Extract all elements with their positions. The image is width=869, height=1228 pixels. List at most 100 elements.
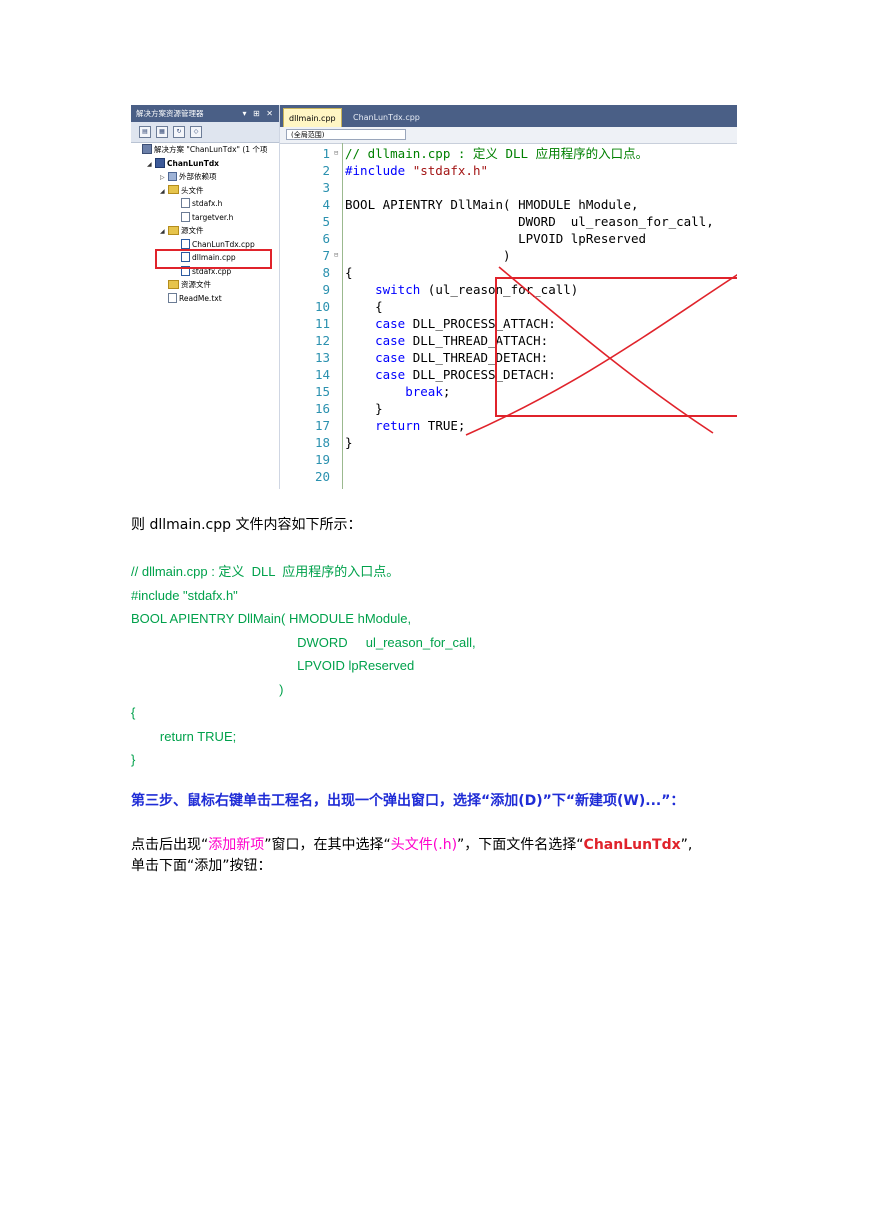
code-text[interactable]: case DLL_THREAD_ATTACH:	[345, 332, 548, 349]
solution-explorer-title-text: 解决方案资源管理器	[136, 109, 204, 118]
line-number: 2	[322, 163, 330, 178]
view-icon[interactable]: ◇	[190, 126, 202, 138]
scope-dropdown[interactable]: (全局范围)	[286, 129, 406, 140]
doc-code-line: #include "stdafx.h"	[131, 587, 238, 603]
line-number: 13	[314, 350, 330, 365]
code-text[interactable]: }	[345, 400, 383, 417]
code-text[interactable]: return TRUE;	[345, 417, 465, 434]
tree-item[interactable]: ChanLunTdx.cpp	[173, 238, 255, 251]
paragraph-fragment: ChanLunTdx	[583, 837, 681, 853]
code-token: }	[345, 401, 383, 416]
cpp-file-icon	[181, 252, 190, 262]
folder-icon	[168, 279, 179, 289]
tree-item[interactable]: ◢ 源文件	[160, 224, 204, 237]
paragraph-fragment: 添加新项	[208, 837, 265, 853]
tree-item[interactable]: ReadMe.txt	[160, 292, 222, 305]
tree-item[interactable]: targetver.h	[173, 211, 233, 224]
code-line: 15 break;	[280, 383, 737, 400]
panel-window-buttons[interactable]: ▾ ⊞ ✕	[242, 109, 275, 118]
tree-item-label: 外部依赖项	[179, 172, 217, 181]
references-icon	[168, 171, 177, 181]
expand-arrow-icon[interactable]: ◢	[160, 228, 165, 235]
properties-icon[interactable]: ▤	[139, 126, 151, 138]
code-line: 18}	[280, 434, 737, 451]
expand-arrow-icon[interactable]: ▷	[160, 174, 165, 181]
code-text[interactable]: BOOL APIENTRY DllMain( HMODULE hModule,	[345, 196, 639, 213]
tree-item[interactable]: stdafx.h	[173, 197, 222, 210]
line-number: 17	[314, 418, 330, 433]
paragraph-fragment: ”窗口，在其中选择“	[264, 837, 391, 853]
line-number: 1	[322, 146, 330, 161]
tree-item-label: 资源文件	[181, 280, 211, 289]
code-text[interactable]: {	[345, 264, 353, 281]
tree-item[interactable]: ▷ 外部依赖项	[160, 170, 217, 183]
refresh-icon[interactable]: ↻	[173, 126, 185, 138]
line-number: 19	[314, 452, 330, 467]
tree-item[interactable]: 资源文件	[160, 278, 211, 291]
instruction-paragraph: 点击后出现“添加新项”窗口，在其中选择“头文件(.h)”，下面文件名选择“Cha…	[131, 835, 692, 855]
header-file-icon	[181, 198, 190, 208]
expand-arrow-icon[interactable]: ◢	[147, 160, 152, 168]
line-number: 5	[322, 214, 330, 229]
line-number: 3	[322, 180, 330, 195]
code-line: 20	[280, 468, 737, 485]
solution-icon	[142, 144, 152, 154]
line-number: 14	[314, 367, 330, 382]
code-text[interactable]: switch (ul_reason_for_call)	[345, 281, 578, 298]
code-text[interactable]: )	[345, 247, 511, 264]
code-line: 8{	[280, 264, 737, 281]
line-number: 11	[314, 316, 330, 331]
code-text[interactable]: DWORD ul_reason_for_call,	[345, 213, 714, 230]
fold-toggle-icon[interactable]: ⊟	[334, 149, 339, 157]
show-all-icon[interactable]: ▦	[156, 126, 168, 138]
tree-item[interactable]: dllmain.cpp	[173, 251, 236, 264]
tree-item-label: 源文件	[181, 226, 204, 235]
tree-item[interactable]: ◢ 头文件	[160, 184, 204, 197]
paragraph-fragment: ”，下面文件名选择“	[457, 837, 584, 853]
tree-item-label: targetver.h	[192, 212, 234, 222]
step3-heading: 第三步、鼠标右键单击工程名，出现一个弹出窗口，选择“添加(D)”下“新建项(W)…	[131, 793, 685, 809]
line-number: 12	[314, 333, 330, 348]
code-token: ;	[442, 384, 451, 399]
code-line: 10 {	[280, 298, 737, 315]
code-line: 17 return TRUE;	[280, 417, 737, 434]
vs-screenshot: 解决方案资源管理器 ▾ ⊞ ✕ ▤ ▦ ↻ ◇ 解决方案 "ChanLunTdx…	[131, 105, 737, 489]
tab-chanluntdx-cpp[interactable]: ChanLunTdx.cpp	[353, 113, 420, 122]
doc-code-line: {	[131, 705, 136, 720]
doc-code-line: LPVOID lpReserved	[131, 658, 415, 673]
doc-code-line: // dllmain.cpp : 定义 DLL 应用程序的入口点。	[131, 564, 400, 579]
tree-item[interactable]: stdafx.cpp	[173, 265, 231, 278]
tree-item[interactable]: ◢ChanLunTdx	[147, 157, 219, 170]
code-line: 6 LPVOID lpReserved	[280, 230, 737, 247]
cpp-file-icon	[181, 265, 190, 276]
code-token: case	[375, 316, 406, 331]
code-editor: dllmain.cpp ChanLunTdx.cpp (全局范围) 1 ⊟ // d…	[280, 105, 737, 489]
code-token: LPVOID lpReserved	[345, 231, 647, 246]
code-text[interactable]: {	[345, 298, 383, 315]
tab-dllmain-cpp[interactable]: dllmain.cpp	[283, 108, 342, 127]
code-text[interactable]: case DLL_THREAD_DETACH:	[345, 349, 548, 366]
code-text[interactable]: case DLL_PROCESS_DETACH:	[345, 366, 556, 383]
code-token: case	[375, 350, 406, 365]
text-file-icon	[168, 292, 177, 303]
line-number: 4	[322, 197, 330, 212]
code-text[interactable]: LPVOID lpReserved	[345, 230, 646, 247]
paragraph-fragment: ”,	[680, 837, 693, 853]
line-number: 8	[322, 265, 330, 280]
code-token: DLL_THREAD_DETACH:	[405, 350, 549, 365]
code-token: break	[405, 384, 443, 399]
code-text[interactable]: }	[345, 434, 353, 451]
doc-code-line: }	[131, 752, 136, 767]
tree-item-label: 头文件	[181, 185, 204, 195]
tree-item[interactable]: 解决方案 "ChanLunTdx" (1 个项	[134, 143, 267, 156]
fold-toggle-icon[interactable]: ⊟	[334, 251, 339, 259]
code-text[interactable]: case DLL_PROCESS_ATTACH:	[345, 315, 556, 332]
code-text[interactable]: // dllmain.cpp : 定义 DLL 应用程序的入口点。	[345, 145, 648, 162]
code-text[interactable]: #include "stdafx.h"	[345, 162, 488, 179]
expand-arrow-icon[interactable]: ◢	[160, 187, 165, 195]
code-text[interactable]: break;	[345, 383, 450, 400]
code-line: 12 case DLL_THREAD_ATTACH:	[280, 332, 737, 349]
code-line: 9 switch (ul_reason_for_call)	[280, 281, 737, 298]
tree-item-label: dllmain.cpp	[192, 253, 236, 262]
paragraph-fragment: 点击后出现“	[131, 837, 209, 853]
